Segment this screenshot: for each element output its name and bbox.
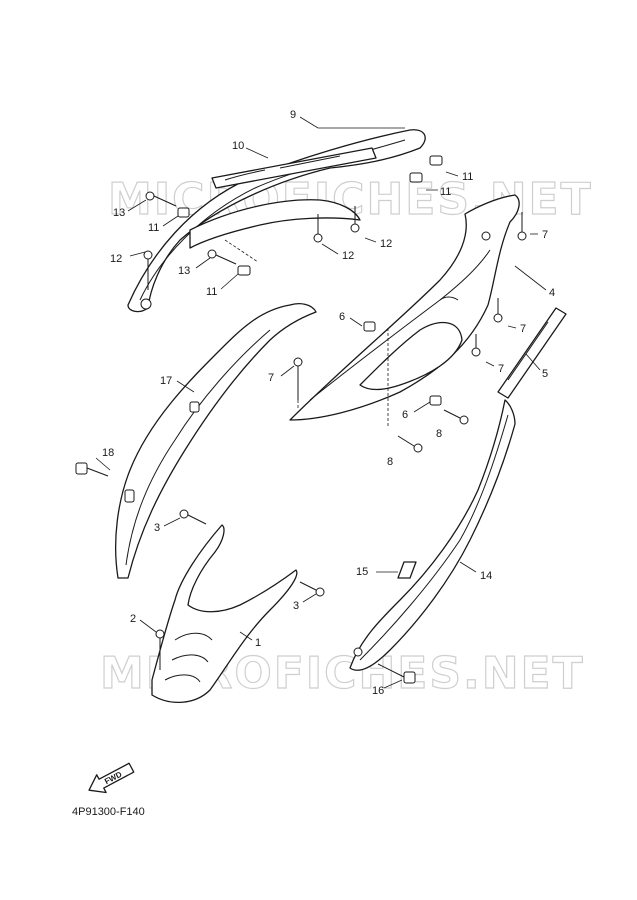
callout-12: 12 xyxy=(342,250,354,262)
callout-7: 7 xyxy=(520,323,526,335)
grommet-icon xyxy=(140,298,152,310)
forward-arrow-icon: FWD xyxy=(88,762,135,794)
bolt-part-18[interactable] xyxy=(75,462,109,477)
screw-part-7-a[interactable] xyxy=(517,212,527,241)
side-emblem-part-5[interactable] xyxy=(497,307,567,399)
callout-7: 7 xyxy=(268,372,274,384)
bolt-part-16[interactable] xyxy=(377,663,416,684)
screw-part-13-b[interactable] xyxy=(207,249,237,265)
callout-8: 8 xyxy=(387,456,393,468)
callout-12: 12 xyxy=(380,238,392,250)
callout-4: 4 xyxy=(549,287,555,299)
callout-8: 8 xyxy=(436,428,442,440)
clip-part-11-c[interactable] xyxy=(177,207,190,218)
screw-part-3-b[interactable] xyxy=(299,581,325,597)
screw-part-7-b[interactable] xyxy=(493,298,503,323)
callout-17: 17 xyxy=(160,375,172,387)
side-cover-part-14[interactable] xyxy=(349,399,516,671)
callout-12: 12 xyxy=(110,253,122,265)
screw-part-13-a[interactable] xyxy=(145,191,177,207)
callout-3: 3 xyxy=(154,522,160,534)
clip-part-6-a[interactable] xyxy=(363,321,376,332)
callout-16: 16 xyxy=(372,685,384,697)
callout-11: 11 xyxy=(440,186,451,198)
front-lower-cover-part-1[interactable] xyxy=(151,524,298,704)
callout-2: 2 xyxy=(130,613,136,625)
diagram-code: 4P91300-F140 xyxy=(72,806,145,818)
callout-13: 13 xyxy=(113,207,125,219)
pad-part-15[interactable] xyxy=(397,561,417,579)
callout-11: 11 xyxy=(462,171,473,183)
screw-part-12-a[interactable] xyxy=(350,206,360,233)
clip-part-11-d[interactable] xyxy=(237,265,251,276)
callout-6: 6 xyxy=(339,311,345,323)
screw-part-12-b[interactable] xyxy=(313,214,323,243)
callout-11: 11 xyxy=(206,286,217,298)
callout-3: 3 xyxy=(293,600,299,612)
callout-6: 6 xyxy=(402,409,408,421)
clip-part-11-b[interactable] xyxy=(409,172,423,183)
callout-13: 13 xyxy=(178,265,190,277)
screw-part-7-d[interactable] xyxy=(293,357,303,400)
screw-part-7-c[interactable] xyxy=(471,334,481,357)
callout-9: 9 xyxy=(290,109,296,121)
clip-part-6-b[interactable] xyxy=(429,395,442,406)
side-trim-part-17[interactable] xyxy=(114,303,317,579)
callout-10: 10 xyxy=(232,140,244,152)
callout-1: 1 xyxy=(255,637,261,649)
screw-part-8-a[interactable] xyxy=(443,409,469,425)
callout-5: 5 xyxy=(542,368,548,380)
rear-side-cover-part-4[interactable] xyxy=(289,194,520,421)
screw-part-3-a[interactable] xyxy=(179,509,207,525)
callout-7: 7 xyxy=(542,229,548,241)
callout-18: 18 xyxy=(102,447,114,459)
clip-part-11-a[interactable] xyxy=(429,155,443,166)
callout-11: 11 xyxy=(148,222,159,234)
screw-part-8-b[interactable] xyxy=(397,435,423,453)
callout-15: 15 xyxy=(356,566,368,578)
callout-7: 7 xyxy=(498,363,504,375)
callout-14: 14 xyxy=(480,570,492,582)
emblem-part-10[interactable] xyxy=(211,147,377,189)
screw-part-2[interactable] xyxy=(155,629,165,670)
